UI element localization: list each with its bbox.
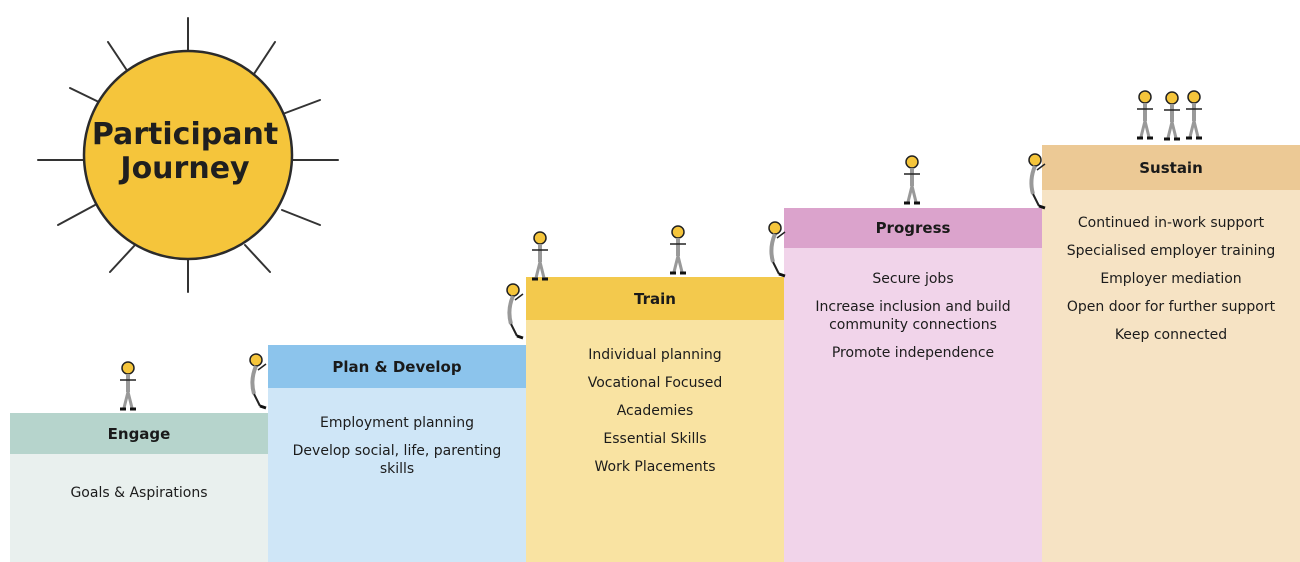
title-line-2: Journey [120,151,250,186]
stick-figure-icon [248,352,268,410]
list-item: Promote independence [831,345,995,361]
list-item: Keep connected [1114,327,1228,343]
list-item: Open door for further support [1066,299,1276,315]
step-train-body: Individual planning Vocational Focused A… [526,320,784,562]
sun-icon [37,17,339,293]
list-item: Develop social, life, parenting skills [292,443,502,477]
step-sustain-header: Sustain [1042,145,1300,190]
list-item: Vocational Focused [587,375,723,391]
list-item: Work Placements [594,459,716,475]
list-item: Essential Skills [603,431,707,447]
stick-figure-icon [1184,89,1204,140]
stick-figure-icon [1135,89,1155,140]
step-progress-header: Progress [784,208,1042,248]
list-item: Individual planning [588,347,722,363]
stick-figure-icon [668,224,688,275]
list-item: Academies [616,403,694,419]
list-item: Goals & Aspirations [70,485,208,501]
step-engage-body: Goals & Aspirations [10,454,268,562]
list-item: Continued in-work support [1077,215,1265,231]
stick-figure-icon [1027,152,1047,210]
stick-figure-icon [1162,90,1182,141]
step-sustain: Sustain Continued in-work support Specia… [1042,145,1300,562]
step-progress: Progress Secure jobs Increase inclusion … [784,208,1042,562]
step-train-header: Train [526,277,784,320]
step-plan-develop-header: Plan & Develop [268,345,526,388]
stick-figure-icon [118,360,138,411]
step-train: Train Individual planning Vocational Foc… [526,277,784,562]
stick-figure-icon [530,230,550,281]
sun: Participant Journey [0,0,360,320]
list-item: Secure jobs [872,271,954,287]
list-item: Employment planning [320,415,474,431]
step-engage: Engage Goals & Aspirations [10,413,268,562]
stick-figure-icon [902,154,922,205]
step-plan-develop: Plan & Develop Employment planning Devel… [268,345,526,562]
step-sustain-body: Continued in-work support Specialised em… [1042,190,1300,562]
diagram-title: Participant Journey [60,118,310,186]
step-engage-header: Engage [10,413,268,454]
list-item: Specialised employer training [1066,243,1276,259]
step-progress-body: Secure jobs Increase inclusion and build… [784,248,1042,562]
stick-figure-icon [505,282,525,340]
title-line-1: Participant [91,117,279,152]
list-item: Increase inclusion and build community c… [815,299,1011,333]
list-item: Employer mediation [1100,271,1242,287]
step-plan-develop-body: Employment planning Develop social, life… [268,388,526,562]
stick-figure-icon [767,220,787,278]
